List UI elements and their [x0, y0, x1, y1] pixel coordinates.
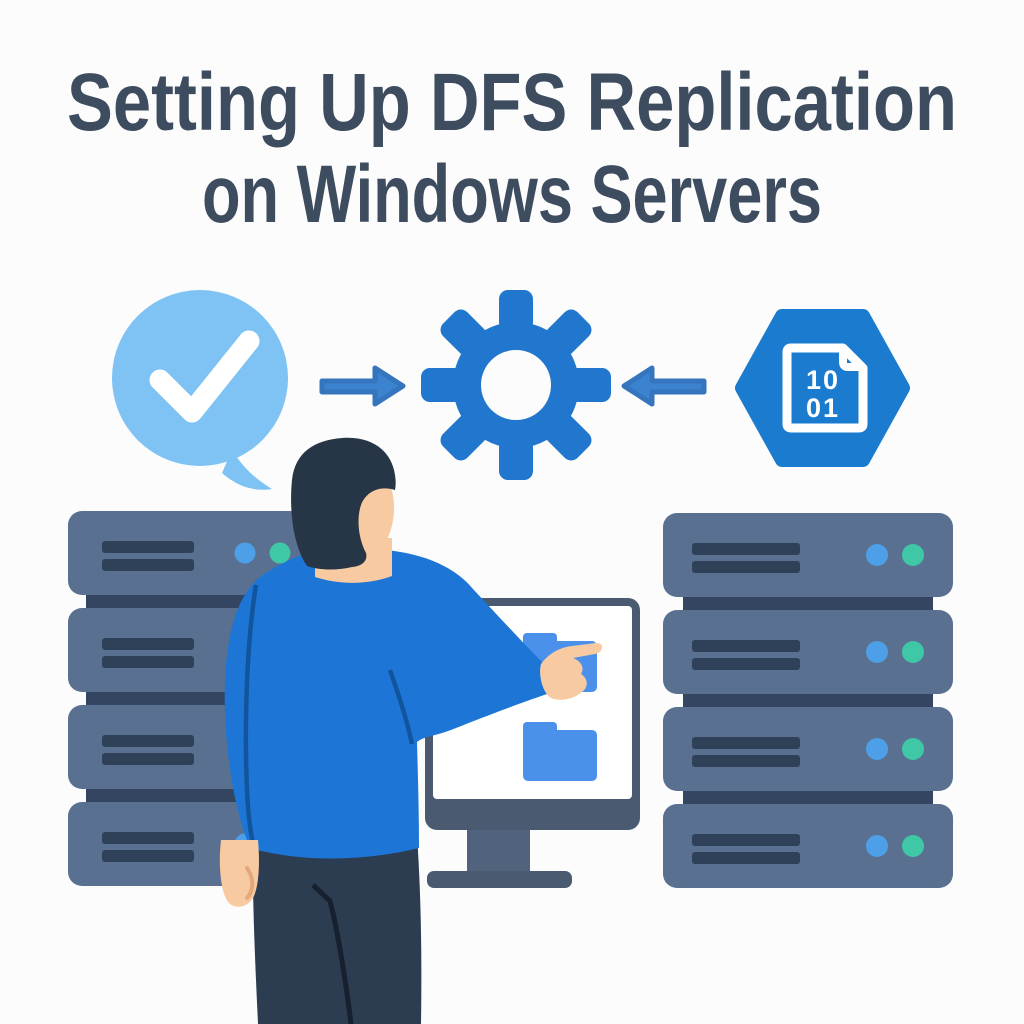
pants-seam [311, 883, 354, 1024]
title-line-2: on Windows Servers [202, 149, 822, 240]
hand-thumb-shadow [245, 866, 255, 900]
person-sweater [224, 548, 553, 859]
server-unit [663, 513, 953, 597]
rack-band [683, 689, 933, 711]
binary-document-hexagon-icon: 10 01 [735, 309, 910, 467]
rack-band [86, 590, 286, 612]
gear-icon [421, 290, 611, 480]
page-title: Setting Up DFS Replication on Windows Se… [67, 57, 957, 240]
folder-icon-bottom [523, 722, 597, 781]
monitor-stand-pillar [467, 828, 530, 876]
speech-bubble [112, 290, 288, 466]
binary-document-icon [782, 343, 868, 433]
document-fold [839, 348, 863, 371]
gear-hole [481, 350, 551, 420]
server-unit [663, 610, 953, 694]
server-unit [663, 804, 953, 888]
person-hand-left [219, 840, 259, 907]
server-unit [663, 707, 953, 791]
rack-band [683, 592, 933, 614]
right-server-rack [663, 513, 953, 888]
person-hair [291, 437, 396, 570]
check-speech-bubble-icon [112, 290, 288, 490]
arrow-left-icon [621, 365, 707, 407]
monitor-stand-base [427, 871, 572, 888]
sweater-seam-left-arm [243, 584, 259, 844]
arrow-right-icon [319, 365, 406, 407]
title-line-1: Setting Up DFS Replication [67, 57, 957, 148]
sweater-seam-right-arm [387, 669, 415, 745]
binary-text-line-2: 01 [806, 393, 840, 423]
rack-band [683, 786, 933, 808]
person [219, 437, 603, 1024]
check-icon [149, 330, 260, 423]
binary-text-line-1: 10 [806, 365, 840, 395]
person-hand-pointing [540, 643, 603, 700]
speech-bubble-tail [222, 450, 272, 490]
